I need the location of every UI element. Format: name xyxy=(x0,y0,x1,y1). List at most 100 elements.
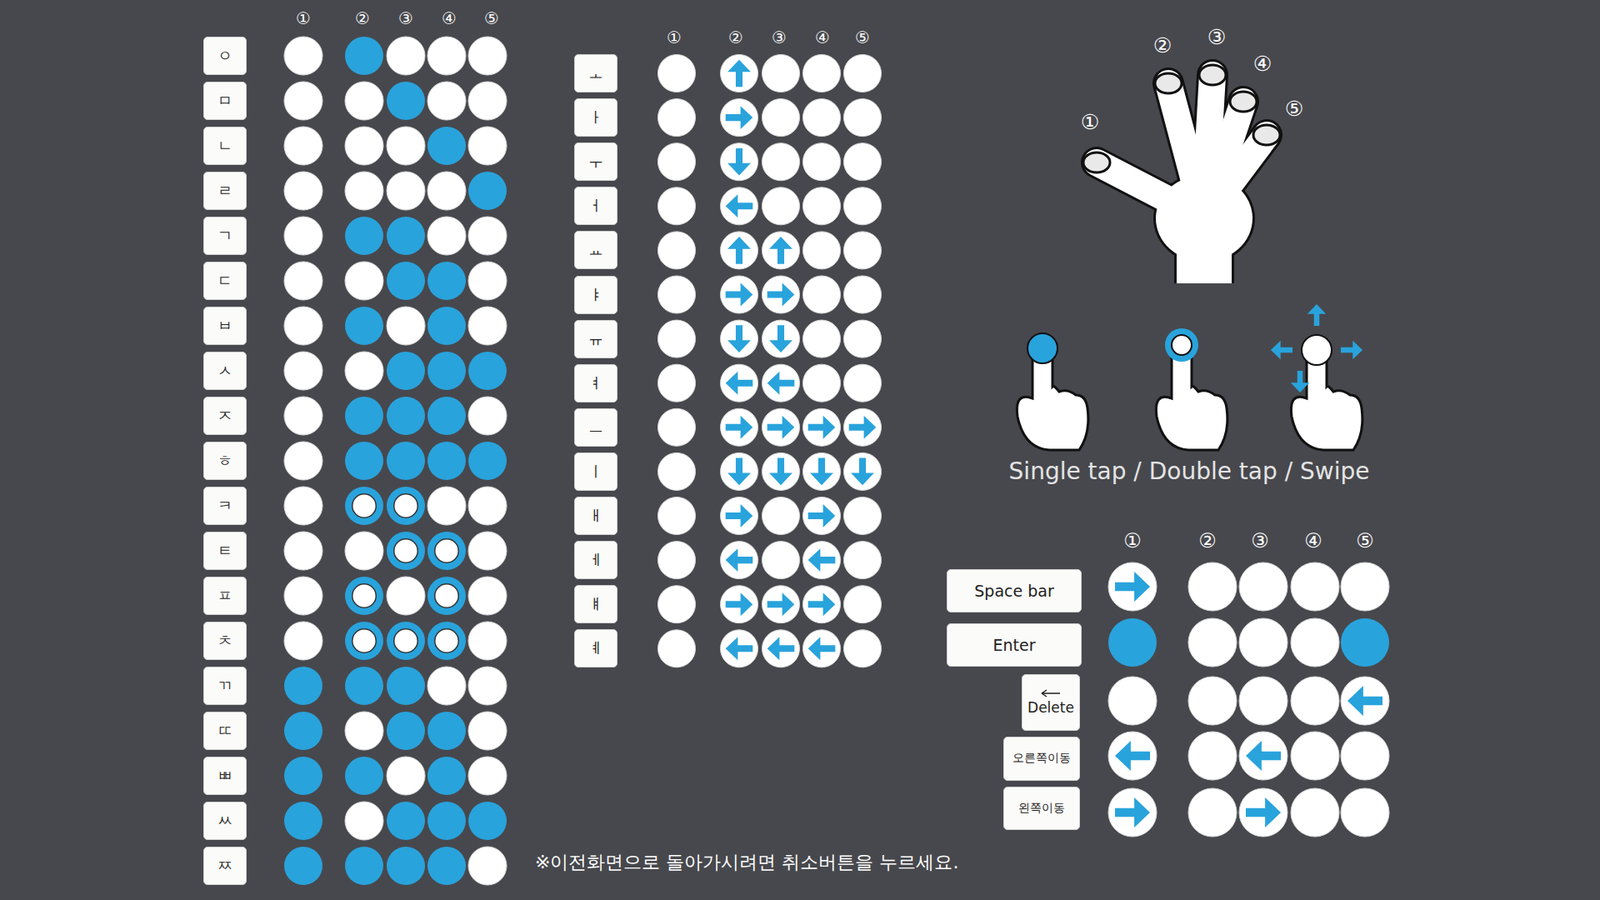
key-label: ㅍ xyxy=(217,585,233,606)
finger-circle xyxy=(658,452,696,490)
callout-number: ① xyxy=(1123,530,1142,552)
finger-circle xyxy=(844,231,882,270)
finger-circle xyxy=(427,711,466,750)
finger-circle xyxy=(803,408,841,446)
key-label: ㅠ xyxy=(588,329,604,350)
finger-circle xyxy=(762,143,800,181)
finger-circle xyxy=(427,81,466,120)
finger-circle xyxy=(345,396,384,435)
finger-circle xyxy=(1108,731,1157,780)
finger-circle xyxy=(345,261,384,300)
key-label: ㅗ xyxy=(588,63,604,84)
finger-circle xyxy=(345,756,384,795)
finger-circle xyxy=(762,187,800,225)
finger-circle xyxy=(762,585,800,624)
finger-circle xyxy=(427,171,466,210)
finger-circle xyxy=(844,320,882,358)
finger-circle xyxy=(844,408,882,446)
finger-circle xyxy=(468,216,507,255)
finger-circle xyxy=(1108,562,1157,611)
finger-circle xyxy=(844,452,882,490)
key-label-box: Space bar xyxy=(946,569,1082,613)
key-label-box: ㅆ xyxy=(203,801,247,840)
finger-circle xyxy=(427,486,466,525)
finger-circle xyxy=(720,364,759,402)
key-label-box: ㄴ xyxy=(203,126,247,165)
key-label-box: ㄷ xyxy=(203,261,247,300)
key-label: ㅉ xyxy=(217,855,233,876)
finger-circle xyxy=(844,187,882,225)
finger-circle xyxy=(468,801,507,840)
finger-circle xyxy=(345,486,384,525)
finger-circle xyxy=(468,711,507,750)
finger-circle xyxy=(386,306,425,345)
finger-circle xyxy=(284,756,323,795)
finger-circle xyxy=(284,306,323,345)
finger-circle xyxy=(803,320,841,358)
finger-circle xyxy=(720,541,759,580)
finger-circle xyxy=(427,846,466,885)
finger-circle xyxy=(844,143,882,181)
finger-circle xyxy=(844,497,882,535)
finger-circle xyxy=(1290,618,1340,667)
key-label: 왼쪽이동 xyxy=(1018,800,1065,816)
finger-circle xyxy=(720,187,759,225)
finger-circle xyxy=(803,585,841,624)
key-label: ㅃ xyxy=(217,765,233,786)
key-label-box: ㅅ xyxy=(203,351,247,390)
finger-circle xyxy=(762,99,800,137)
finger-circle xyxy=(345,351,384,390)
finger-circle xyxy=(1340,562,1390,611)
finger-circle xyxy=(345,621,384,660)
finger-circle xyxy=(386,36,425,75)
finger-circle xyxy=(720,55,759,93)
key-label: ㄷ xyxy=(217,270,233,291)
finger-circle xyxy=(345,711,384,750)
finger-circle xyxy=(284,351,323,390)
finger-circle xyxy=(284,801,323,840)
footnote: ※이전화면으로 돌아가시려면 취소버튼을 누르세요. xyxy=(535,852,959,873)
gesture-caption: Single tap / Double tap / Swipe xyxy=(1009,459,1370,485)
finger-circle xyxy=(468,81,507,120)
finger-circle xyxy=(284,711,323,750)
finger-circle xyxy=(658,99,696,137)
callout-number: ③ xyxy=(1207,25,1226,50)
key-label-box: ㅊ xyxy=(203,621,247,660)
finger-circle xyxy=(1340,676,1390,725)
finger-circle xyxy=(1108,788,1157,837)
finger-circle xyxy=(762,231,800,270)
finger-circle xyxy=(427,441,466,480)
finger-circle xyxy=(658,275,696,314)
finger-circle xyxy=(345,531,384,570)
callout-number: ⑤ xyxy=(855,28,870,47)
key-label-box: ㅒ xyxy=(574,585,618,624)
finger-circle xyxy=(1188,676,1237,725)
finger-circle xyxy=(720,452,759,490)
finger-circle xyxy=(386,81,425,120)
key-label-box: ㄹ xyxy=(203,171,247,210)
key-label-box: ㅕ xyxy=(574,364,618,403)
finger-circle xyxy=(284,531,323,570)
finger-circle xyxy=(386,666,425,705)
key-label-box: ㄱ xyxy=(203,216,247,255)
finger-circle xyxy=(658,408,696,446)
key-label-box: ㅛ xyxy=(574,230,618,270)
finger-circle xyxy=(1290,788,1340,837)
finger-circle xyxy=(1340,731,1390,780)
finger-circle xyxy=(803,541,841,580)
key-label-box: ㅁ xyxy=(203,81,247,120)
callout-number: ④ xyxy=(1304,530,1323,552)
callout-number: ② xyxy=(728,28,744,47)
finger-circle xyxy=(386,531,425,570)
finger-circle xyxy=(720,630,759,668)
finger-circle xyxy=(658,497,696,535)
finger-circle xyxy=(345,846,384,885)
finger-circle xyxy=(386,486,425,525)
key-label: ㅛ xyxy=(588,240,604,260)
finger-circle xyxy=(844,275,882,314)
finger-circle xyxy=(803,630,841,668)
finger-circle xyxy=(844,585,882,624)
finger-circle xyxy=(284,81,323,120)
key-label: ㅇ xyxy=(217,45,233,66)
finger-circle xyxy=(284,171,323,210)
